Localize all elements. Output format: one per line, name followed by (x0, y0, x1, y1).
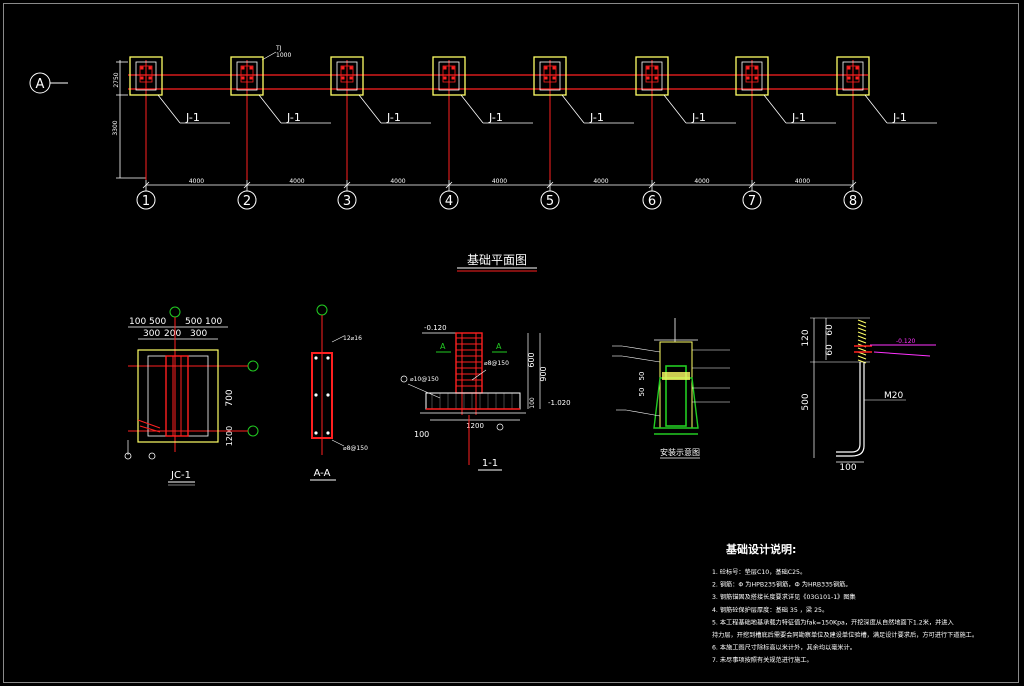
note-line: 6. 本施工图尺寸除标高以米计外，其余均以毫米计。 (712, 644, 856, 652)
s11-dim-900: 900 (539, 366, 548, 381)
note-line: 2. 钢筋：Φ 为HPB235钢筋，Ф 为HRB335钢筋。 (712, 581, 852, 589)
footing-tag: J-1 (691, 111, 706, 124)
jc1-dim-700: 700 (225, 389, 235, 406)
axis-label-6: 6 (648, 194, 656, 209)
footing-tag: J-1 (386, 111, 401, 124)
install-column (659, 341, 693, 429)
top-note-1: TJ (275, 45, 282, 52)
top-note-2: 1000 (276, 52, 291, 59)
note-line: 3. 钢筋锚固及搭接长度要求详见《03G101-1》图集 (712, 593, 856, 601)
aa-rebar-top: 12⌀16 (343, 335, 362, 342)
span-dim: 4000 (390, 178, 405, 185)
span-dim: 4000 (189, 178, 204, 185)
install-caption: 安装示意图 (660, 447, 700, 457)
jc1-dim-top-2: 500 100 (185, 317, 222, 327)
jc1-dim-top-4: 200 (164, 329, 181, 339)
note-line: 1. 砼标号：垫层C10，基础C25。 (712, 568, 806, 576)
aa-caption: A-A (314, 468, 331, 479)
bolt-dim-120: 120 (801, 329, 811, 346)
jc1-dim-top-5: 300 (190, 329, 207, 339)
axis-a-label: A (36, 77, 45, 92)
s11-section-mark-left: A (440, 342, 446, 351)
jc1-dim-top-1: 100 500 (129, 317, 166, 327)
detail-aa: 12⌀16 ⌀8@150 A-A (310, 304, 368, 481)
bolt-dim-60b: 60 (825, 344, 835, 356)
s11-rebar-2: ⌀10@150 (410, 376, 439, 383)
s11-pier (455, 332, 483, 394)
note-line: 4. 钢筋砼保护层厚度：基础 35 ，梁 25。 (712, 606, 828, 614)
detail-install: 50 50 安装示意图 (612, 318, 730, 459)
footing-j1 (533, 56, 567, 96)
bolt-label: M20 (884, 391, 903, 401)
footing-tag: J-1 (791, 111, 806, 124)
footing-j1 (836, 56, 870, 96)
span-dim: 4000 (795, 178, 810, 185)
axis-label-3: 3 (343, 194, 351, 209)
axis-label-8: 8 (849, 194, 857, 209)
span-dim: 4000 (593, 178, 608, 185)
footing-j1 (230, 56, 264, 96)
note-line: 5. 本工程基础地基承载力特征值为fak=150Kpa，开挖深度从自然地面下1.… (712, 618, 954, 626)
install-dim-50a: 50 (638, 372, 646, 381)
jc1-dim-1200: 1200 (225, 426, 234, 446)
s11-dim-600: 600 (527, 352, 536, 367)
aa-beam-section (311, 352, 333, 439)
s11-dim-left: 100 (414, 430, 429, 439)
s11-dim-100: 100 (529, 397, 536, 409)
footing-j1 (735, 56, 769, 96)
jc1-dim-top-3: 300 (143, 329, 160, 339)
detail-jc1: 100 500 500 100 300 200 300 700 1200 JC-… (124, 306, 259, 486)
footing-tag: J-1 (892, 111, 907, 124)
footing-tag: J-1 (185, 111, 200, 124)
foundation-plan: A 2750 3300 TJ 1000 J-1 J-1 J-1 J-1 J-1 J-1 J-… (29, 45, 937, 272)
s11-section-mark-right: A (496, 342, 502, 351)
footing-tag: J-1 (286, 111, 301, 124)
footing-tag: J-1 (589, 111, 604, 124)
drawing-frame (3, 3, 1019, 683)
plan-title: 基础平面图 (467, 253, 527, 267)
bolt-dim-60a: 60 (825, 324, 835, 336)
note-line: 持力层，开挖到槽底后需要会同勘察单位及建设单位验槽，满足设计要求后，方可进行下道… (712, 631, 978, 639)
detail-anchor-bolt: 120 60 60 500 M20 -0.120 100 (801, 317, 936, 473)
s11-dim-1200: 1200 (466, 422, 484, 430)
footing-j1 (330, 56, 364, 96)
left-dim-1: 2750 (113, 72, 120, 87)
axis-label-2: 2 (243, 194, 251, 209)
footing-j1 (635, 56, 669, 96)
bolt-elev-tag: -0.120 (896, 338, 916, 345)
s11-elev-bottom: -1.020 (548, 399, 571, 407)
span-dim: 4000 (694, 178, 709, 185)
aa-rebar-bot: ⌀8@150 (343, 445, 368, 452)
footing-j1 (432, 56, 466, 96)
axis-label-7: 7 (748, 194, 756, 209)
design-notes: 基础设计说明: 1. 砼标号：垫层C10，基础C25。 2. 钢筋：Φ 为HPB2… (712, 542, 978, 664)
s11-rebar-1: ⌀8@150 (484, 360, 509, 367)
footing-tag: J-1 (488, 111, 503, 124)
axis-label-1: 1 (142, 194, 150, 209)
span-dim: 4000 (289, 178, 304, 185)
axis-label-4: 4 (445, 194, 453, 209)
jc1-footing-outline (137, 349, 219, 443)
span-dim: 4000 (492, 178, 507, 185)
footing-j1 (129, 56, 163, 96)
bolt-dim-100: 100 (839, 463, 856, 473)
s11-elev-top: -0.120 (424, 324, 447, 332)
axis-label-5: 5 (546, 194, 554, 209)
notes-title: 基础设计说明: (725, 542, 796, 556)
s11-caption: 1-1 (482, 458, 498, 469)
left-dim-2: 3300 (112, 120, 119, 135)
bolt-dim-500: 500 (801, 393, 811, 410)
detail-section-1-1: -0.120 A A ⌀8@150 ⌀10@150 600 900 100 -1… (400, 324, 571, 471)
jc1-caption: JC-1 (170, 470, 191, 481)
note-line: 7. 未尽事项按照有关规范进行施工。 (712, 656, 813, 664)
install-dim-50b: 50 (638, 388, 646, 397)
